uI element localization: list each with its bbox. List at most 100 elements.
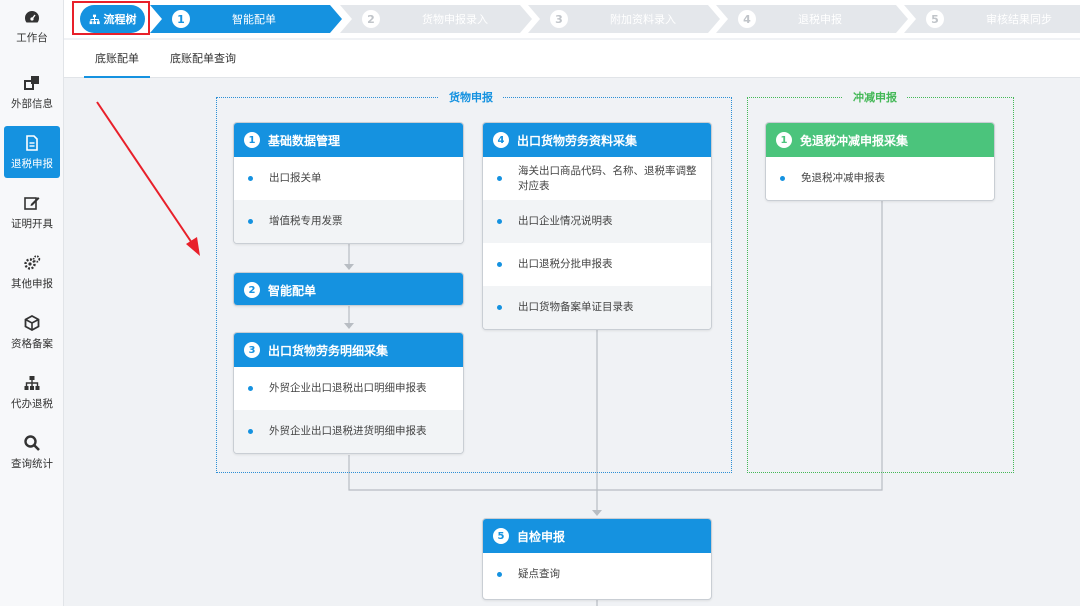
card-smart-matching: 2 智能配单: [233, 272, 464, 306]
list-item-label: 海关出口商品代码、名称、退税率调整对应表: [518, 165, 697, 192]
card-body: 外贸企业出口退税出口明细申报表 外贸企业出口退税进货明细申报表: [234, 367, 463, 453]
sidebar-item-label: 代办退税: [11, 397, 53, 410]
card-title: 自检申报: [517, 529, 566, 544]
step-label: 退税申报: [798, 13, 842, 26]
card-number: 4: [493, 132, 509, 148]
bullet-icon: [497, 572, 502, 577]
card-number: 3: [244, 342, 260, 358]
list-item[interactable]: 出口企业情况说明表: [483, 200, 711, 243]
card-header[interactable]: 3 出口货物劳务明细采集: [234, 333, 463, 367]
card-body: 免退税冲减申报表: [766, 157, 994, 200]
step-label: 智能配单: [232, 13, 276, 26]
tab-ledger-matching-query[interactable]: 底账配单查询: [170, 52, 236, 65]
sidebar: 工作台 外部信息 退税申报 证明开具 其他申报 资格备案 代办退税 查询统计: [0, 0, 64, 606]
bullet-icon: [497, 176, 502, 181]
list-item[interactable]: 增值税专用发票: [234, 200, 463, 243]
group-title: 货物申报: [439, 89, 503, 105]
card-body: 疑点查询: [483, 553, 711, 596]
list-item[interactable]: 免退税冲减申报表: [766, 157, 994, 200]
list-item-label: 出口企业情况说明表: [518, 215, 613, 228]
card-body: 海关出口商品代码、名称、退税率调整对应表 出口企业情况说明表 出口退税分批申报表…: [483, 157, 711, 329]
flowtree-button[interactable]: 流程树: [80, 5, 145, 33]
sidebar-item-external-info[interactable]: 外部信息: [4, 66, 60, 118]
list-item-label: 出口退税分批申报表: [518, 258, 613, 271]
sidebar-item-label: 外部信息: [11, 97, 53, 110]
card-header[interactable]: 2 智能配单: [234, 273, 463, 305]
step-label: 附加资料录入: [610, 13, 676, 26]
bullet-icon: [780, 176, 785, 181]
list-item[interactable]: 出口报关单: [234, 157, 463, 200]
sitemap-icon: [24, 375, 40, 390]
card-number: 1: [244, 132, 260, 148]
edit-icon: [24, 196, 40, 210]
card-self-check: 5 自检申报 疑点查询: [482, 518, 712, 600]
annotation-highlight-box: [72, 1, 150, 35]
sidebar-item-label: 其他申报: [11, 277, 53, 290]
step-2[interactable]: 2 货物申报录入: [340, 5, 532, 33]
list-item-label: 免退税冲减申报表: [801, 172, 885, 185]
list-item[interactable]: 海关出口商品代码、名称、退税率调整对应表: [483, 157, 711, 200]
step-5[interactable]: 5 审核结果同步: [904, 5, 1080, 33]
card-header[interactable]: 1 基础数据管理: [234, 123, 463, 157]
sidebar-item-certificate[interactable]: 证明开具: [4, 186, 60, 238]
step-label: 货物申报录入: [422, 13, 488, 26]
search-icon: [24, 434, 40, 451]
tab-ledger-matching[interactable]: 底账配单: [84, 40, 150, 78]
card-title: 智能配单: [268, 283, 317, 298]
list-item-label: 增值税专用发票: [269, 215, 343, 228]
sidebar-item-label: 退税申报: [11, 157, 53, 170]
card-header[interactable]: 4 出口货物劳务资料采集: [483, 123, 711, 157]
card-basic-data: 1 基础数据管理 出口报关单 增值税专用发票: [233, 122, 464, 244]
card-title: 免退税冲减申报采集: [800, 133, 909, 148]
bullet-icon: [248, 219, 253, 224]
list-item[interactable]: 出口退税分批申报表: [483, 243, 711, 286]
list-item-label: 出口报关单: [269, 172, 322, 185]
step-5-bg: [904, 5, 1080, 33]
list-item[interactable]: 出口货物备案单证目录表: [483, 286, 711, 329]
gears-icon: [24, 254, 41, 270]
flowtree-label: 流程树: [103, 13, 137, 26]
offset-declaration-group: 冲减申报: [747, 89, 1014, 473]
sidebar-item-agent-refund[interactable]: 代办退税: [4, 366, 60, 418]
card-header[interactable]: 5 自检申报: [483, 519, 711, 553]
step-4-bg: [716, 5, 908, 33]
step-4[interactable]: 4 退税申报: [716, 5, 908, 33]
step-2-bg: [340, 5, 532, 33]
dashboard-icon: [24, 10, 40, 22]
sidebar-item-other-declaration[interactable]: 其他申报: [4, 246, 60, 298]
step-1[interactable]: 1 智能配单: [150, 5, 342, 33]
sidebar-item-dashboard[interactable]: 工作台: [4, 0, 60, 52]
step-number: 4: [738, 10, 756, 28]
list-item[interactable]: 疑点查询: [483, 553, 711, 596]
card-detail-collection: 3 出口货物劳务明细采集 外贸企业出口退税出口明细申报表 外贸企业出口退税进货明…: [233, 332, 464, 454]
step-number: 1: [172, 10, 190, 28]
card-number: 2: [244, 282, 260, 298]
bullet-icon: [497, 219, 502, 224]
card-number: 5: [493, 528, 509, 544]
sidebar-item-tax-refund[interactable]: 退税申报: [4, 126, 60, 178]
group-title: 冲减申报: [843, 89, 907, 105]
list-item-label: 出口货物备案单证目录表: [518, 301, 634, 314]
card-title: 出口货物劳务资料采集: [517, 133, 638, 148]
card-title: 出口货物劳务明细采集: [268, 343, 389, 358]
step-number: 3: [550, 10, 568, 28]
card-offset-collection: 1 免退税冲减申报采集 免退税冲减申报表: [765, 122, 995, 201]
tab-bar: 底账配单 底账配单查询: [64, 40, 1080, 78]
sidebar-item-query-stats[interactable]: 查询统计: [4, 426, 60, 478]
list-item[interactable]: 外贸企业出口退税出口明细申报表: [234, 367, 463, 410]
sidebar-item-label: 资格备案: [11, 337, 53, 350]
card-header[interactable]: 1 免退税冲减申报采集: [766, 123, 994, 157]
sidebar-item-qualification[interactable]: 资格备案: [4, 306, 60, 358]
step-label: 审核结果同步: [986, 13, 1052, 26]
step-3-bg: [528, 5, 720, 33]
list-item-label: 外贸企业出口退税出口明细申报表: [269, 382, 427, 395]
step-3[interactable]: 3 附加资料录入: [528, 5, 720, 33]
card-number: 1: [776, 132, 792, 148]
step-number: 5: [926, 10, 944, 28]
bullet-icon: [497, 305, 502, 310]
document-icon: [26, 134, 38, 151]
sitemap-icon: [89, 14, 100, 24]
cube-icon: [24, 314, 40, 331]
bullet-icon: [497, 262, 502, 267]
list-item[interactable]: 外贸企业出口退税进货明细申报表: [234, 410, 463, 453]
